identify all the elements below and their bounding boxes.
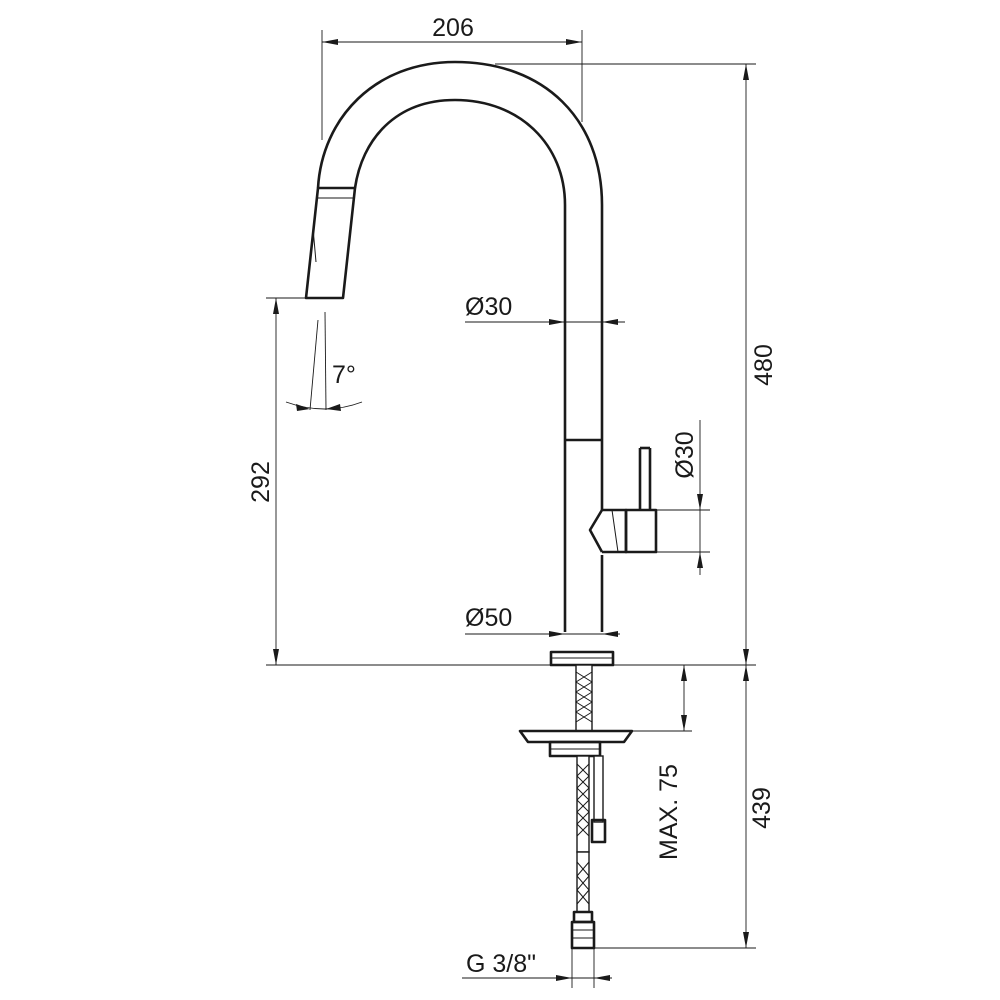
- dim-lever-diameter: [656, 420, 710, 575]
- dim-max-thickness: [613, 664, 692, 732]
- fixing-rod: [575, 664, 593, 732]
- dim-spout-reach: [321, 30, 583, 140]
- flex-hose-2: [593, 755, 604, 823]
- dim-hose-length-label: 439: [748, 787, 776, 829]
- dim-lever-diameter-label: Ø30: [671, 431, 699, 478]
- dim-hose-length: [594, 665, 756, 949]
- dim-base-diameter: [465, 631, 620, 637]
- dim-total-height: [495, 63, 756, 666]
- fixing-kit: [518, 664, 634, 950]
- fixing-plate: [518, 729, 634, 744]
- connector-nut: [570, 920, 596, 950]
- hose-fitting: [590, 818, 607, 844]
- dim-spray-angle-label: 7°: [332, 361, 356, 389]
- dim-total-height-label: 480: [750, 344, 778, 386]
- dim-spout-height-label: 292: [247, 461, 275, 503]
- dim-spout-diameter-label: Ø30: [465, 293, 512, 321]
- dim-max-thickness-label: MAX. 75: [655, 764, 683, 860]
- dim-spout-reach-label: 206: [432, 14, 474, 42]
- dim-connection-thread-label: G 3/8": [466, 950, 536, 978]
- connector-ferrule: [572, 910, 594, 924]
- spray-head: [304, 186, 357, 300]
- dim-spout-diameter: [465, 319, 625, 325]
- faucet-body: [304, 60, 658, 667]
- dim-spray-angle: [285, 311, 363, 411]
- lever-handle: [588, 446, 658, 554]
- dim-connection-thread: [462, 948, 612, 988]
- dim-base-diameter-label: Ø50: [465, 604, 512, 632]
- dim-spout-height: [266, 297, 551, 666]
